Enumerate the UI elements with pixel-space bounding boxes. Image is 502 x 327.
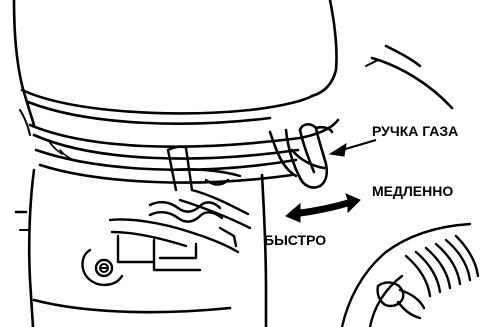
speed-direction-arrow — [286, 194, 360, 222]
adjustment-screw — [100, 264, 108, 272]
fast-label: БЫСТРО — [264, 232, 326, 248]
engine-cowling — [14, 0, 338, 183]
throttle-handle-shape — [270, 124, 332, 187]
upper-right-curve — [366, 46, 452, 108]
tiller-grip — [342, 224, 478, 327]
slow-label: МЕДЛЕННО — [372, 183, 453, 199]
handle-pointer — [330, 140, 376, 156]
throttle-handle-label: РУЧКА ГАЗА — [372, 123, 458, 139]
lower-housing — [16, 170, 266, 327]
